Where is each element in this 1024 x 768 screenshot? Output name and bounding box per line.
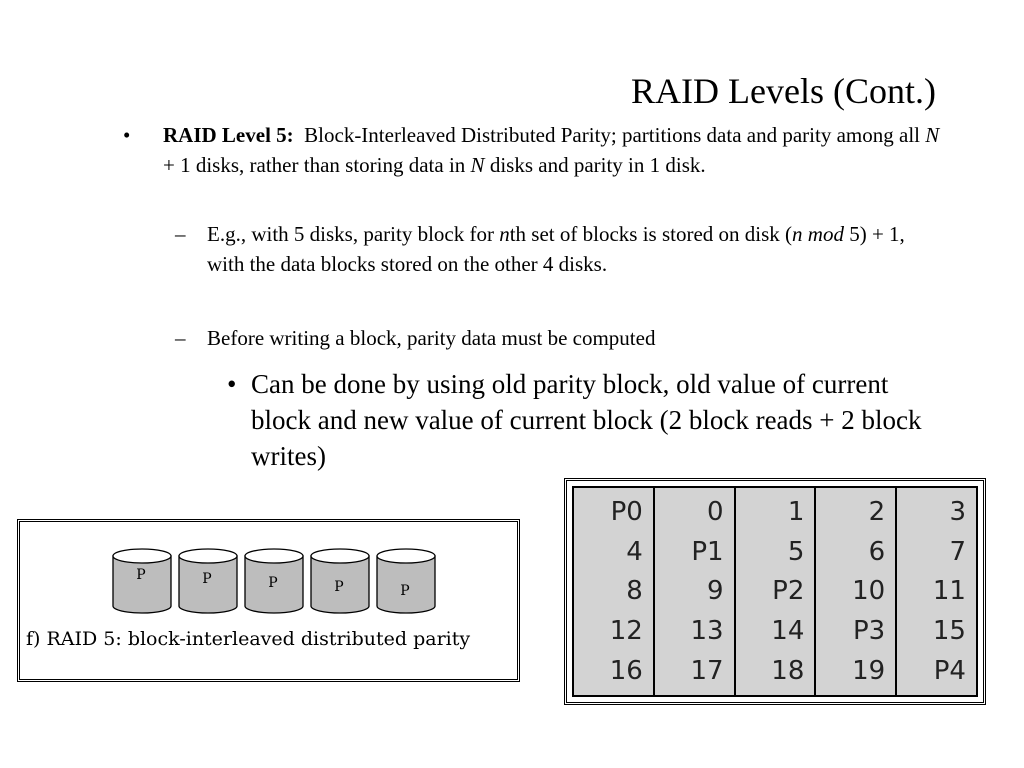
- table-cell: 12: [609, 616, 643, 647]
- table-cell: 7: [949, 536, 966, 567]
- table-cell: 8: [626, 576, 643, 607]
- table-cell: P2: [772, 576, 805, 607]
- disk-label: P: [268, 575, 277, 591]
- raid5-N-1: N: [925, 123, 940, 147]
- table-cell: 13: [690, 616, 724, 647]
- example-text-c: 5) + 1, with the data blocks stored on t…: [207, 222, 905, 276]
- sub-bullet-example: – E.g., with 5 disks, parity block for n…: [175, 219, 947, 279]
- disk-label: P: [202, 571, 211, 587]
- disk-icon: P: [112, 548, 172, 614]
- table-cell: 11: [932, 576, 966, 607]
- sub-bullet-parity: – Before writing a block, parity data mu…: [175, 323, 947, 353]
- disk-label: P: [136, 567, 145, 583]
- example-nmod: n mod: [792, 222, 844, 246]
- disk-label: P: [400, 583, 409, 599]
- table-cell: P0: [610, 496, 643, 527]
- table-cell: 4: [626, 536, 643, 567]
- disk-icon: P: [178, 548, 238, 614]
- table-cell: 16: [609, 656, 643, 687]
- table-cell: 9: [707, 576, 724, 607]
- dash-marker: –: [175, 222, 186, 246]
- table-cell: P4: [933, 656, 966, 687]
- table-cell: 10: [852, 576, 886, 607]
- disk-icon: P: [244, 548, 304, 614]
- table-cell: 2: [868, 496, 886, 527]
- bullet-marker: •: [123, 123, 131, 147]
- raid5-text-c: disks and parity in 1 disk.: [484, 153, 706, 177]
- table-cell: 1: [787, 496, 805, 527]
- slide-title: RAID Levels (Cont.): [631, 71, 936, 111]
- example-text-b: th set of blocks is stored on disk (: [509, 222, 793, 246]
- table-column: P0 4 8 12 16: [574, 488, 655, 695]
- disk-array: P P P P P: [112, 548, 436, 614]
- dash-marker: –: [175, 326, 186, 350]
- example-text-a: E.g., with 5 disks, parity block for: [207, 222, 500, 246]
- disk-icon: P: [376, 548, 436, 614]
- raid5-heading: RAID Level 5:: [163, 123, 294, 147]
- table-cell: 15: [932, 616, 966, 647]
- figure-caption: f) RAID 5: block-interleaved distributed…: [26, 628, 471, 650]
- table-cell: 6: [868, 536, 886, 567]
- sub-sub-bullet: • Can be done by using old parity block,…: [227, 366, 951, 474]
- table-cell: 17: [690, 656, 724, 687]
- table-cell: 14: [771, 616, 805, 647]
- table-cell: P3: [852, 616, 886, 647]
- bullet-marker: •: [227, 369, 237, 399]
- table-cell: 5: [787, 536, 805, 567]
- table-cell: 19: [852, 656, 886, 687]
- table-cell: 0: [707, 496, 724, 527]
- raid5-figure: P P P P P f) RAID 5: block-interleaved distr…: [17, 519, 520, 682]
- update-text: Can be done by using old parity block, o…: [251, 369, 922, 471]
- disk-label: P: [334, 579, 343, 595]
- disk-icon: P: [310, 548, 370, 614]
- raid5-text-b: + 1 disks, rather than storing data in: [163, 153, 471, 177]
- bullet-raid5: • RAID Level 5: Block-Interleaved Distri…: [123, 120, 953, 180]
- example-n: n: [499, 222, 510, 246]
- table-cell: 3: [949, 496, 966, 527]
- parity-text: Before writing a block, parity data must…: [207, 326, 656, 350]
- raid5-text-a: Block-Interleaved Distributed Parity; pa…: [304, 123, 926, 147]
- table-cell: 18: [771, 656, 805, 687]
- raid5-N-2: N: [470, 153, 485, 177]
- table-cell: P1: [691, 536, 724, 567]
